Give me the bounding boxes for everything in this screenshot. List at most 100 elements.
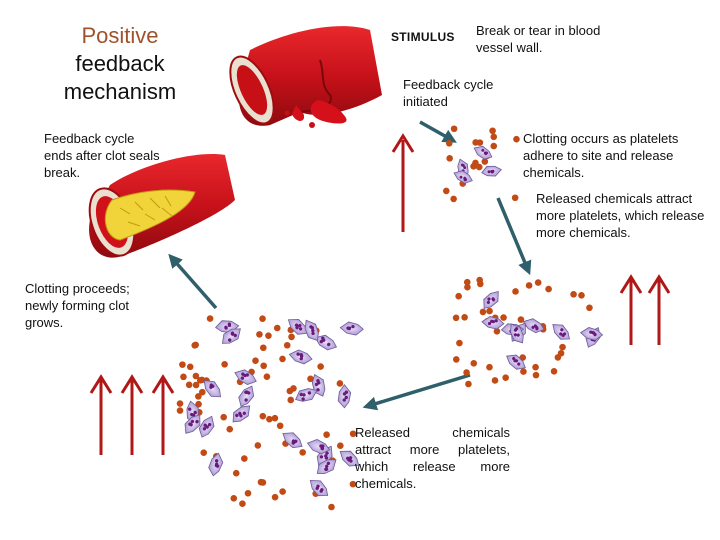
amplification-arrows: [89, 133, 671, 455]
platelet: [221, 328, 241, 344]
platelet: [579, 327, 604, 341]
platelet: [288, 349, 313, 365]
cell-dot: [259, 412, 267, 420]
caption-initiated: Feedback cycle initiated: [403, 77, 494, 109]
cell-dot: [263, 373, 271, 380]
platelet: [316, 459, 337, 475]
cell-dot: [221, 361, 228, 368]
cell-dot: [260, 362, 267, 370]
cell-dot: [176, 407, 184, 414]
cell-dot: [452, 356, 460, 363]
platelet: [339, 450, 360, 467]
cell-dot: [461, 314, 468, 321]
cell-dot: [481, 158, 489, 165]
cell-dot: [463, 369, 470, 376]
cell-dot: [191, 342, 199, 349]
cell-dot: [195, 400, 202, 408]
cell-dot: [486, 307, 493, 315]
cell-dot: [279, 488, 286, 495]
platelet: [522, 318, 545, 334]
caption-ends: Feedback cycle ends after clot seals bre…: [44, 131, 160, 180]
cell-dot: [570, 291, 577, 298]
arrow-released-to-proceeds: [362, 373, 471, 411]
cell-dot: [517, 316, 525, 323]
up-arrow: [120, 374, 144, 455]
cell-dot: [455, 292, 462, 300]
cell-dot: [463, 278, 471, 286]
cell-dot: [252, 357, 259, 365]
cell-dot: [491, 377, 499, 384]
cell-dot: [176, 400, 184, 407]
platelet: [304, 319, 319, 341]
platelet: [282, 432, 303, 449]
cell-dot: [271, 414, 279, 422]
cell-clusters: [176, 125, 604, 511]
platelet: [295, 388, 318, 402]
cell-dot: [192, 381, 200, 389]
cell-dot: [259, 315, 266, 323]
cell-dot: [465, 380, 472, 388]
cell-dot: [452, 314, 460, 322]
cell-dot: [317, 363, 324, 370]
cell-dot: [557, 349, 565, 357]
cell-dot: [489, 127, 496, 135]
up-arrow: [391, 133, 415, 232]
cell-dot: [283, 341, 291, 349]
up-arrow: [151, 374, 175, 455]
cell-dot: [287, 396, 295, 404]
cell-dot: [196, 377, 204, 384]
caption-clotting: Clotting occurs as platelets adhere to s…: [523, 131, 679, 180]
cell-dot: [198, 388, 206, 396]
platelet: [510, 323, 524, 344]
cell-dot: [307, 375, 314, 383]
arrow-clotting-to-released: [496, 197, 532, 276]
cell-dot: [470, 162, 477, 170]
cell-dot: [450, 125, 458, 133]
cell-dot: [534, 279, 542, 286]
cell-dot: [256, 331, 263, 338]
cell-dot: [472, 139, 479, 146]
stimulus-label: STIMULUS: [391, 30, 455, 44]
cell-dot: [456, 339, 463, 347]
platelet: [232, 405, 251, 423]
platelet: [203, 380, 222, 398]
cell-dot: [299, 449, 306, 456]
up-arrow: [647, 274, 671, 345]
platelet: [473, 145, 493, 160]
cell-dot: [192, 372, 200, 380]
cell-dot: [179, 361, 186, 368]
cell-dot: [490, 133, 498, 141]
arrow-proceeds-to-ends: [168, 253, 218, 310]
cell-dot: [490, 142, 498, 150]
title-line-2: feedback: [75, 51, 165, 76]
page-title: Positive feedback mechanism: [40, 22, 200, 106]
cell-dot: [266, 415, 273, 423]
cell-dot: [442, 187, 450, 195]
platelet: [184, 414, 201, 434]
cell-dot: [200, 449, 208, 456]
cell-dot: [512, 288, 519, 295]
title-line-3: mechanism: [63, 79, 177, 104]
cell-dot: [241, 455, 248, 462]
cell-dot: [513, 135, 520, 143]
cell-dot: [349, 480, 357, 488]
cell-dot: [259, 479, 267, 486]
caption-released-1: Released chemicals attract more platelet…: [536, 191, 705, 240]
cell-dot: [336, 380, 344, 387]
platelet: [309, 479, 329, 497]
platelet: [314, 334, 338, 351]
cell-dot: [279, 355, 286, 363]
caption-proceeds: Clotting proceeds; newly forming clot gr…: [25, 281, 130, 330]
cell-dot: [446, 155, 453, 162]
cell-dot: [180, 373, 187, 381]
cell-dot: [500, 314, 507, 321]
cell-dot: [185, 381, 193, 389]
cell-dot: [578, 291, 585, 299]
platelet: [506, 354, 526, 370]
platelet: [481, 165, 503, 177]
caption-released-2: Released chemicals attract more platelet…: [355, 425, 510, 491]
cell-dot: [586, 304, 593, 312]
cell-dot: [226, 425, 234, 433]
cell-dot: [532, 371, 540, 379]
